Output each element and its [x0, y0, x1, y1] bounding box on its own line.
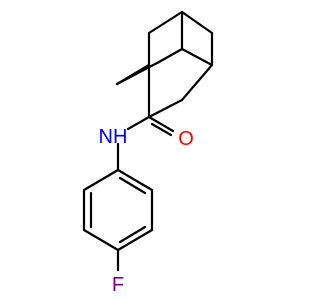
amide-group	[116, 115, 175, 172]
fluorine-label: F	[112, 274, 124, 296]
bond	[82, 228, 120, 252]
double-bond	[147, 115, 175, 133]
bond	[157, 47, 184, 64]
bond	[147, 98, 184, 119]
oxygen-label: O	[178, 128, 194, 150]
bond	[180, 47, 214, 67]
benzene-ring	[82, 168, 154, 272]
bond	[116, 228, 154, 252]
adamantane-cage	[115, 10, 214, 119]
bond	[116, 168, 154, 192]
molecule-structure: NH O F	[82, 10, 214, 296]
double-bond	[118, 176, 147, 195]
bond	[147, 10, 184, 35]
bond	[180, 63, 214, 102]
bond	[115, 60, 161, 86]
bond	[126, 115, 151, 131]
double-bond	[150, 122, 173, 137]
bond	[82, 168, 120, 192]
double-bond	[118, 225, 147, 244]
nitrogen-label: NH	[99, 126, 128, 148]
bond	[180, 10, 214, 35]
